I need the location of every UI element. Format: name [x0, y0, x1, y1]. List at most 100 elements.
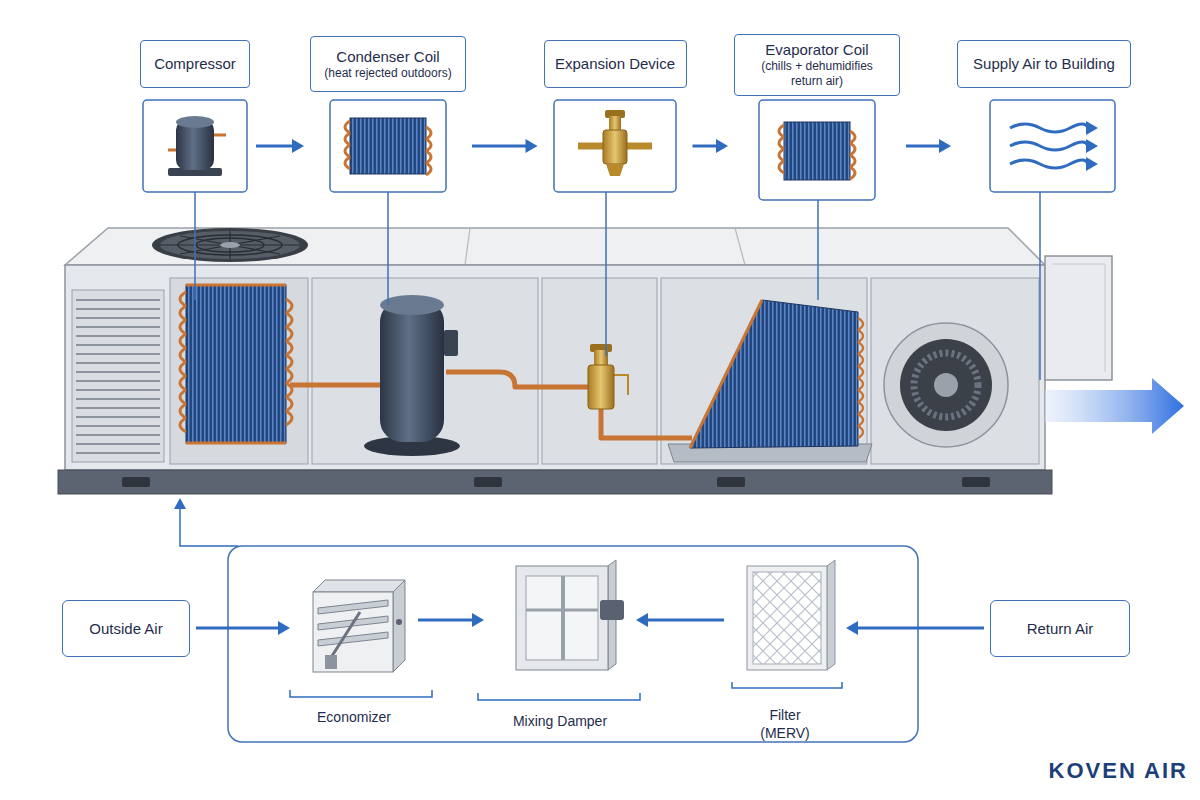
supply-duct-part: [1045, 256, 1112, 380]
economizer-icon-part: [313, 580, 405, 592]
airflow-box: Return Air: [990, 600, 1130, 657]
intake-louver: [72, 290, 164, 462]
filter-icon-part: [747, 566, 827, 670]
supply-blower-part: [900, 339, 992, 431]
rooftop-unit-housing-part: [58, 470, 1052, 494]
airflow-icon-part: [1010, 124, 1088, 168]
node-label: Outside Air: [89, 620, 162, 638]
supply-blower-part: [934, 373, 958, 397]
airflow-box: Outside Air: [62, 600, 190, 657]
condenser-fan-part: [160, 231, 300, 259]
component-column: Supply Air to Building: [957, 40, 1131, 192]
intake-panel-part: [180, 507, 238, 546]
node-sublabel: (chills + dehumidifies return air): [746, 59, 888, 89]
economizer-icon: [313, 580, 405, 672]
intake-louver-part: [76, 300, 160, 453]
unit-compressor-part: [380, 300, 444, 442]
flow-line: [647, 619, 724, 622]
unit-evaporator-coil-part: [858, 318, 863, 438]
compressor-icon-part: [176, 116, 214, 128]
rooftop-unit-housing-part: [65, 265, 1045, 470]
unit-condenser-coil: [180, 285, 292, 443]
node-label: Economizer: [317, 708, 391, 726]
filter-icon-part: [827, 560, 835, 670]
flow-line: [256, 145, 293, 148]
supply-blower-part: [884, 323, 1008, 447]
mixing-damper-icon-part: [516, 566, 608, 670]
intake-panel-part: [228, 546, 918, 742]
node-label: Return Air: [1027, 620, 1094, 638]
brand-logo: KOVEN AIR: [1049, 758, 1188, 784]
refrigerant-piping-part: [290, 383, 380, 388]
airflow-icon: [1010, 121, 1098, 171]
flow-line: [693, 145, 718, 148]
rooftop-unit-housing-part: [474, 477, 502, 487]
unit-compressor-part: [444, 330, 458, 356]
node-sublabel: (heat rejected outdoors): [324, 66, 451, 81]
label-box: Expansion Device: [544, 40, 687, 88]
economizer-icon-part: [332, 612, 360, 656]
evaporator-coil-icon: [779, 122, 855, 180]
flow-arrow: [472, 139, 538, 153]
rooftop-unit-housing-part: [717, 477, 745, 487]
expansion-valve-icon-part: [609, 116, 621, 130]
filter-icon-part: [753, 572, 821, 664]
node-label: Compressor: [154, 55, 236, 73]
label-box: Compressor: [140, 40, 250, 88]
flow-line: [196, 627, 279, 630]
flow-arrow: [636, 613, 724, 627]
label-box: Evaporator Coil(chills + dehumidifies re…: [734, 34, 900, 96]
label-box: Supply Air to Building: [957, 40, 1131, 88]
leader-line-part: [195, 192, 1040, 380]
arrowhead: [472, 613, 484, 627]
intake-panel-part: [174, 498, 186, 509]
icon-box-part: [330, 100, 446, 192]
component-label-group: Mixing Damper: [490, 560, 630, 730]
supply-duct: [1045, 256, 1184, 434]
arrowhead: [636, 613, 648, 627]
condenser-fan: [152, 228, 308, 262]
component-column: Expansion Device: [544, 40, 687, 192]
node-label: Filter (MERV): [753, 706, 817, 742]
flow-arrow: [196, 621, 290, 635]
refrigerant-piping-part: [446, 372, 588, 387]
economizer-icon-part: [313, 592, 393, 672]
unit-evaporator-coil: [668, 300, 872, 462]
expansion-valve-icon-part: [603, 130, 627, 164]
refrigerant-piping-part: [601, 409, 692, 438]
icon-box-part: [759, 100, 875, 200]
node-label: Expansion Device: [555, 55, 675, 73]
unit-evaporator-coil-part: [690, 300, 762, 448]
expansion-valve-icon: [578, 110, 652, 176]
arrowhead: [939, 139, 951, 153]
bracket-part: [290, 682, 842, 700]
unit-evaporator-coil-part: [690, 300, 858, 448]
arrowhead: [292, 139, 304, 153]
rooftop-unit-housing-part: [122, 477, 150, 487]
component-column: Condenser Coil(heat rejected outdoors): [310, 36, 466, 192]
bracket: [290, 682, 842, 700]
rooftop-unit-housing-part: [962, 477, 990, 487]
unit-compressor: [364, 295, 460, 456]
rooftop-unit-housing-part: [465, 228, 745, 265]
supply-duct-part: [1052, 264, 1105, 372]
filter-icon: [747, 560, 835, 670]
refrigerant-piping-part: [614, 375, 628, 395]
arrowhead: [846, 621, 858, 635]
unit-condenser-coil-part: [180, 285, 292, 443]
icon-box-part: [990, 100, 1115, 192]
component-column: Evaporator Coil(chills + dehumidifies re…: [734, 34, 900, 200]
unit-condenser-coil-part: [186, 285, 286, 443]
compressor-icon: [168, 116, 226, 176]
refrigerant-piping: [290, 372, 692, 438]
mixing-damper-icon-part: [561, 576, 565, 660]
component-label-group: Economizer: [296, 574, 412, 726]
economizer-icon-part: [393, 580, 405, 672]
mixing-damper-icon-part: [600, 600, 624, 620]
icon-box: [143, 100, 1115, 200]
flow-arrow: [693, 139, 729, 153]
arrowhead: [716, 139, 728, 153]
unit-compartments: [170, 278, 1039, 464]
